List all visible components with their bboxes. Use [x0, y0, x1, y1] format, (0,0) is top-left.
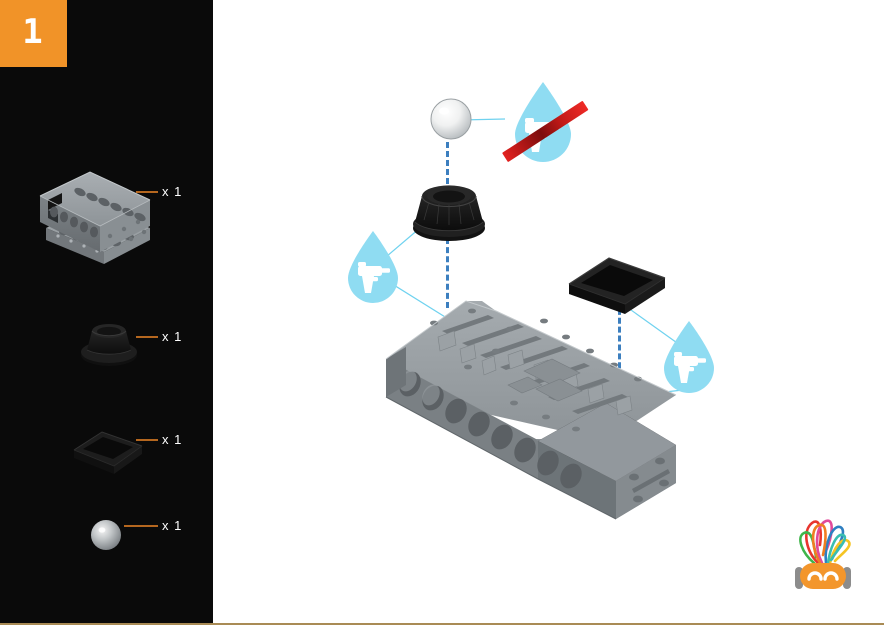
quantity-leader-line [136, 336, 158, 338]
robot-head-logo [778, 507, 868, 597]
assembly-stage [213, 0, 884, 625]
quantity-leader-line [136, 439, 158, 441]
rectangular-tray-icon [70, 420, 146, 474]
glue-marker-cap [341, 228, 405, 310]
glue-gun-icon [674, 352, 706, 383]
parts-list-item: x 1 [0, 160, 213, 275]
quantity-label: x 1 [162, 329, 183, 344]
parts-list-item: x 1 [0, 312, 213, 382]
glue-gun-icon [358, 262, 390, 293]
quantity-leader-line [124, 525, 158, 527]
perforated-frame-icon [32, 166, 157, 271]
robot-eyes [807, 571, 839, 581]
quantity-label: x 1 [162, 184, 183, 199]
quantity-label: x 1 [162, 432, 183, 447]
assembly-box [565, 244, 671, 314]
parts-list-item: x 1 [0, 418, 213, 488]
quantity-leader-line [136, 191, 158, 193]
step-number-badge: 1 [0, 0, 67, 67]
flanged-cap-icon [78, 312, 140, 368]
assembly-chassis [376, 293, 696, 533]
assembly-ball [429, 97, 473, 141]
alignment-dash-line [618, 300, 621, 386]
no-glue-marker [499, 78, 595, 170]
glue-marker-box [657, 318, 721, 400]
assembly-cap [409, 172, 489, 244]
quantity-label: x 1 [162, 518, 183, 533]
parts-sidebar: 1 [0, 0, 213, 625]
page-bottom-rule [0, 623, 884, 625]
sphere-icon [89, 518, 123, 552]
alignment-dash-line [446, 238, 449, 308]
robot-face [800, 563, 846, 589]
prohibition-slash-icon [502, 101, 589, 162]
step-number-label: 1 [22, 11, 43, 52]
parts-list-item: x 1 [0, 508, 213, 568]
alignment-dash-line [446, 142, 449, 184]
